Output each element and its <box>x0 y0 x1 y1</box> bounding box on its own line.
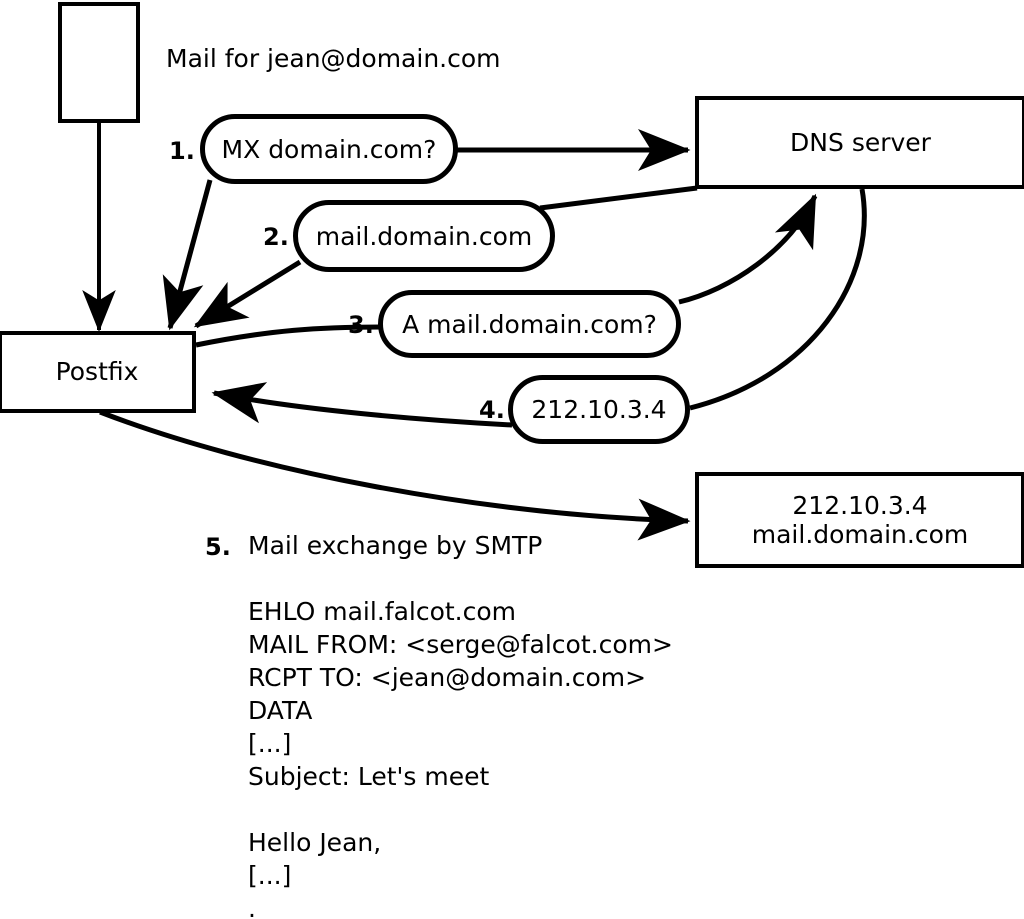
line-dns-to-bubble4 <box>689 188 867 411</box>
line-postfix-to-bubble3 <box>195 324 382 348</box>
step-5-number: 5. <box>205 533 231 561</box>
arrow-postfix-to-bubble1 <box>162 179 213 331</box>
arrow-bubble3-to-dns <box>678 193 818 305</box>
step-1-bubble-label: MX domain.com? <box>221 134 437 164</box>
step-3-bubble: A mail.domain.com? <box>378 290 681 358</box>
dns-server-box: DNS server <box>695 96 1024 189</box>
step-2-bubble-label: mail.domain.com <box>315 221 533 251</box>
step-2-number: 2. <box>263 223 289 251</box>
dns-server-label: DNS server <box>790 127 931 157</box>
step-4-number: 4. <box>479 396 505 424</box>
page-title: Mail for jean@domain.com <box>166 44 501 73</box>
step-4-bubble-label: 212.10.3.4 <box>531 395 667 424</box>
step-1-bubble: MX domain.com? <box>200 114 458 184</box>
step-3-number: 3. <box>348 311 374 339</box>
step-4-bubble: 212.10.3.4 <box>508 375 690 444</box>
step-5-label: Mail exchange by SMTP <box>248 531 543 560</box>
line-dns-to-bubble2 <box>539 185 698 211</box>
smtp-transcript: EHLO mail.falcot.com MAIL FROM: <serge@f… <box>248 597 673 919</box>
arrow-bubble4-to-postfix <box>211 382 513 428</box>
step-1-number: 1. <box>169 137 195 165</box>
arrow-bubble2-to-postfix <box>193 259 302 329</box>
step-2-bubble: mail.domain.com <box>293 200 555 272</box>
arrow-postfix-to-remote-server <box>99 409 691 541</box>
step-3-bubble-label: A mail.domain.com? <box>402 309 657 339</box>
postfix-label: Postfix <box>55 357 139 387</box>
remote-mail-server-box: 212.10.3.4 mail.domain.com <box>695 472 1024 568</box>
remote-mail-server-host: mail.domain.com <box>751 520 969 549</box>
postfix-box: Postfix <box>0 331 196 413</box>
mail-source-box <box>58 2 140 123</box>
remote-mail-server-ip: 212.10.3.4 <box>792 490 928 520</box>
